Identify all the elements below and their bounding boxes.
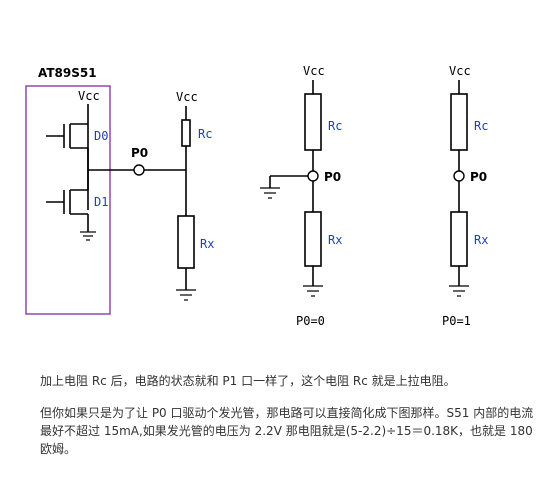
mosfet-d0: D0 (46, 123, 108, 149)
resistor-rx (177, 215, 195, 269)
vcc-label-middle: Vcc (303, 64, 325, 78)
explanation-text: 加上电阻 Rc 后，电路的状态就和 P1 口一样了，这个电阻 Rc 就是上拉电阻… (40, 372, 540, 472)
d0-label: D0 (94, 129, 108, 143)
resistor-rc-middle (304, 93, 322, 151)
mosfet-d1: D1 (46, 189, 108, 215)
resistor-rx-middle (304, 211, 322, 267)
ground-symbol-right (449, 285, 469, 297)
vcc-label-right: Vcc (449, 64, 471, 78)
case-label-high: P0=1 (442, 314, 471, 328)
p0-node-middle (307, 170, 319, 182)
resistor-rx-right (450, 211, 468, 267)
left-circuit: AT89S51 Vcc D0 D1 (25, 66, 214, 315)
rx-label-middle: Rx (328, 233, 342, 247)
paragraph-led: 但你如果只是为了让 P0 口驱动个发光管，那电路可以直接简化成下图那样。S51 … (40, 406, 534, 456)
ground-symbol-short (260, 187, 280, 199)
p0-label-middle: P0 (324, 170, 341, 184)
right-circuit: Vcc Rc P0 Rx P0=1 (442, 64, 488, 328)
ground-symbol-rx-left (176, 289, 196, 301)
rx-label-left: Rx (200, 237, 214, 251)
resistor-rc-right (450, 93, 468, 151)
rc-label-right: Rc (474, 119, 488, 133)
rc-label-middle: Rc (328, 119, 342, 133)
chip-outline (25, 85, 111, 315)
rc-label-left: Rc (198, 127, 212, 141)
p0-pin-node (133, 164, 145, 176)
vcc-label-chip: Vcc (78, 89, 100, 103)
vcc-label-rc: Vcc (176, 90, 198, 104)
resistor-rc (181, 119, 191, 147)
middle-circuit: Vcc Rc P0 Rx P0=0 (260, 64, 342, 328)
ground-symbol-chip (80, 231, 96, 241)
p0-label-right: P0 (470, 170, 487, 184)
rx-label-right: Rx (474, 233, 488, 247)
p0-node-right (453, 170, 465, 182)
p0-label-left: P0 (131, 146, 148, 160)
paragraph-pullup: 加上电阻 Rc 后，电路的状态就和 P1 口一样了，这个电阻 Rc 就是上拉电阻… (40, 374, 456, 388)
chip-label: AT89S51 (38, 66, 97, 80)
circuit-diagram: AT89S51 Vcc D0 D1 (25, 64, 488, 328)
case-label-low: P0=0 (296, 314, 325, 328)
ground-symbol-middle (303, 285, 323, 297)
d1-label: D1 (94, 195, 108, 209)
